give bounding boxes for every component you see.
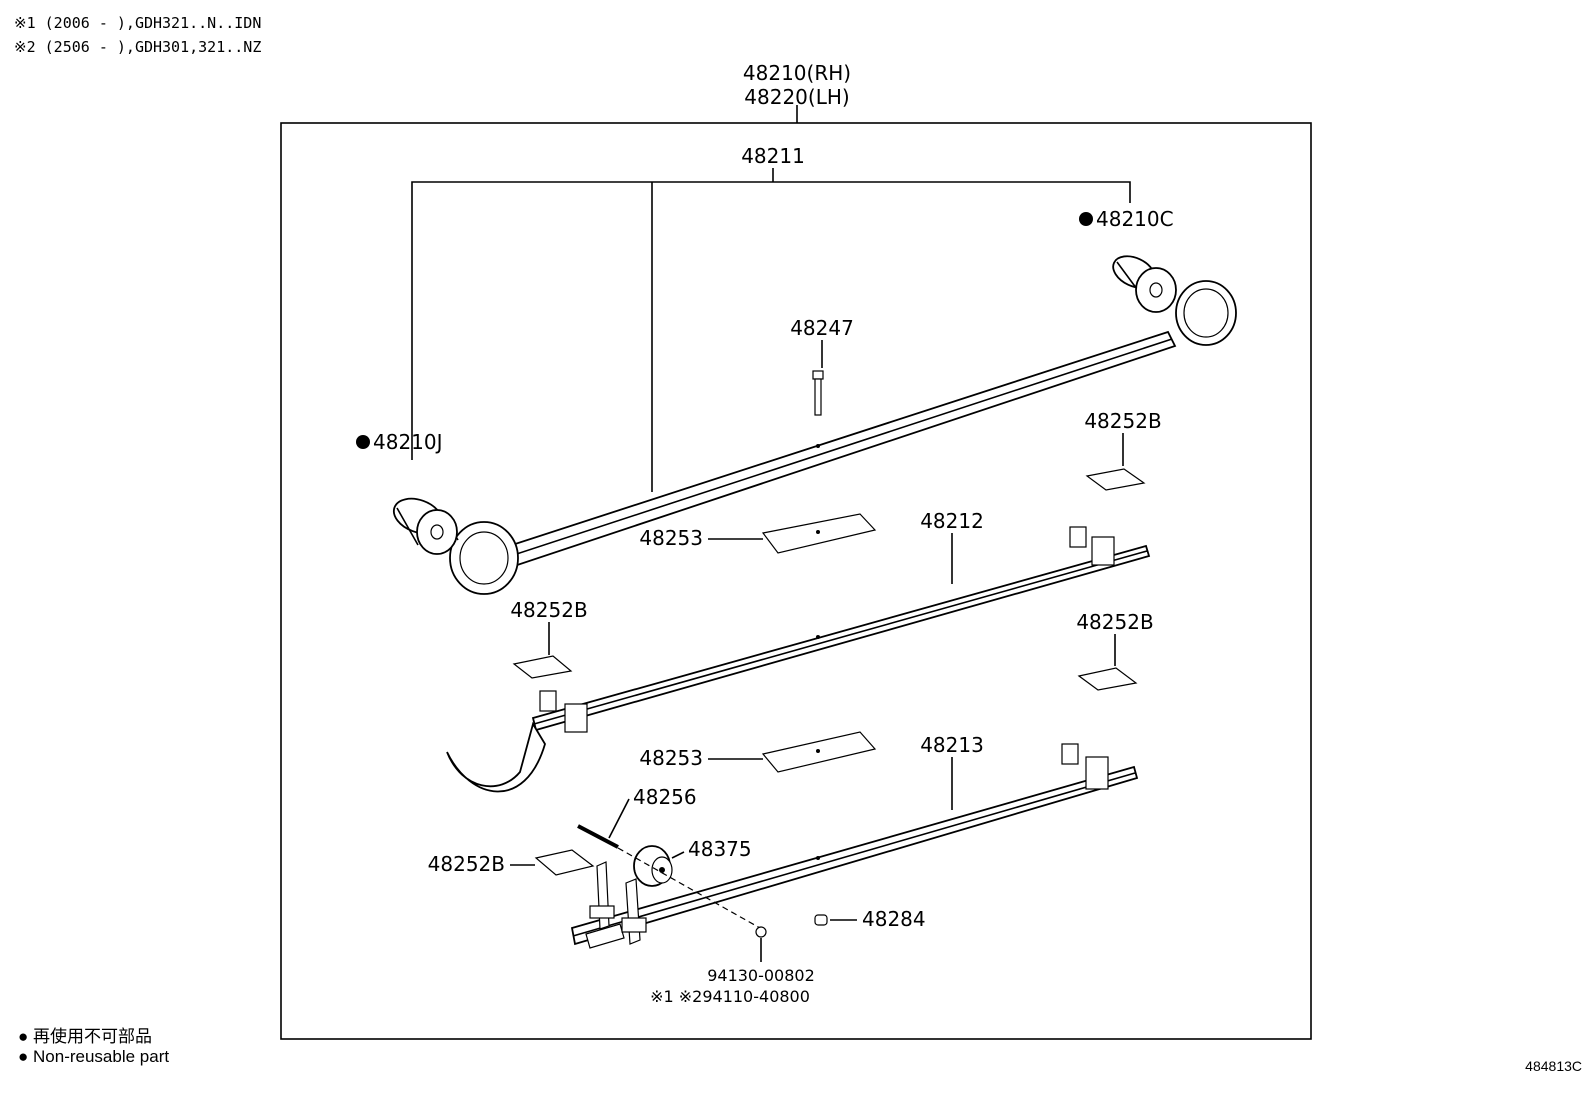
applicability-note-1: ※1 (2006 - ),GDH321..N..IDN (14, 14, 262, 32)
part-label-48252B-1[interactable]: 48252B (1084, 409, 1161, 433)
non-reusable-mark-48210J (356, 435, 370, 449)
assembly-frame (280, 122, 1312, 1040)
second-leaf-48212 (446, 526, 1151, 793)
bushing-48210J (392, 497, 459, 555)
figure-id: 484813C (1525, 1058, 1582, 1074)
leader-48211-bar (411, 181, 1131, 460)
pad-48252B-3 (1077, 667, 1138, 691)
third-leaf-48213 (570, 743, 1139, 949)
pad-48252B-4 (534, 849, 595, 876)
spacer-48375 (633, 845, 673, 887)
part-label-48253-1[interactable]: 48253 (639, 526, 703, 550)
assembly-axis (617, 847, 761, 929)
part-label-48252B-4[interactable]: 48252B (428, 852, 505, 876)
legend-english: ● Non-reusable part (18, 1047, 169, 1067)
part-label-48247[interactable]: 48247 (790, 316, 854, 340)
part-label-48213[interactable]: 48213 (920, 733, 984, 757)
part-label-48375[interactable]: 48375 (688, 837, 752, 861)
part-label-48256[interactable]: 48256 (633, 785, 697, 809)
main-leaf-48211 (449, 280, 1237, 595)
part-label-48252B-2[interactable]: 48252B (510, 598, 587, 622)
assembly-label-lh[interactable]: 48220(LH) (744, 85, 849, 109)
leader-48256 (608, 798, 630, 839)
part-label-94110-40800[interactable]: ※1 ※294110-40800 (650, 987, 810, 1006)
filled-circle-icon: ● (18, 1027, 29, 1046)
cap-48284 (814, 914, 828, 926)
part-label-48252B-3[interactable]: 48252B (1076, 610, 1153, 634)
part-label-48210C[interactable]: 48210C (1096, 207, 1174, 231)
legend-text-en: Non-reusable part (33, 1047, 170, 1066)
filled-circle-icon: ● (18, 1047, 29, 1066)
part-label-48284[interactable]: 48284 (862, 907, 926, 931)
applicability-note-2: ※2 (2506 - ),GDH301,321..NZ (14, 38, 262, 56)
part-label-48210J[interactable]: 48210J (373, 430, 443, 454)
assembly-label-rh[interactable]: 48210(RH) (743, 61, 851, 85)
rivet-48256 (577, 824, 619, 849)
bushing-48210C (1112, 255, 1177, 313)
part-label-94130-00802[interactable]: 94130-00802 (707, 966, 815, 985)
part-label-48212[interactable]: 48212 (920, 509, 984, 533)
part-label-48211[interactable]: 48211 (741, 144, 805, 168)
non-reusable-mark-48210C (1079, 212, 1093, 226)
legend-text-jp: 再使用不可部品 (33, 1027, 153, 1046)
nut-94130 (755, 926, 767, 938)
legend-japanese: ● 再使用不可部品 (18, 1022, 152, 1047)
leader-48375 (671, 851, 685, 859)
clip-brackets (589, 861, 647, 945)
center-bolt-48247 (812, 370, 824, 416)
part-label-48253-2[interactable]: 48253 (639, 746, 703, 770)
pad-48252B-1 (1085, 468, 1146, 491)
pad-48252B-2 (512, 655, 573, 679)
